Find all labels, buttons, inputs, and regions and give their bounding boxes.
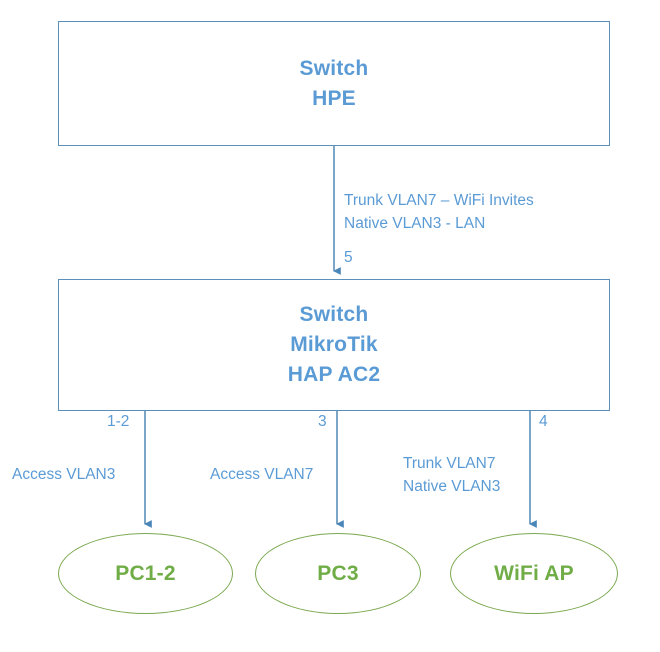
node-pc3-label: PC3 — [317, 561, 359, 585]
edge-label-hpe-to-mikrotik-line2: Native VLAN3 - LAN — [344, 215, 486, 233]
edge-label-hpe-to-mikrotik: Trunk VLAN7 – WiFi Invites Native VLAN3 … — [344, 189, 534, 236]
port-label-5: 5 — [344, 249, 353, 266]
node-switch-hpe[interactable]: Switch HPE — [58, 21, 610, 146]
node-switch-mikrotik-line2: MikroTik — [290, 333, 378, 357]
edge-label-hpe-to-mikrotik-line1: Trunk VLAN7 – WiFi Invites — [344, 192, 534, 209]
edge-label-mikrotik-to-pc3: Access VLAN7 — [210, 463, 313, 486]
edge-label-mikrotik-to-pc12: Access VLAN3 — [12, 463, 115, 486]
edge-label-mikrotik-to-wifiap: Trunk VLAN7 Native VLAN3 — [403, 452, 500, 499]
node-switch-mikrotik-line3: HAP AC2 — [287, 362, 381, 386]
node-switch-hpe-line2: HPE — [312, 86, 356, 110]
node-pc3[interactable]: PC3 — [255, 533, 421, 614]
node-pc12[interactable]: PC1-2 — [58, 533, 233, 614]
node-switch-hpe-line1: Switch — [299, 56, 369, 80]
edge-label-mikrotik-to-pc3-line1: Access VLAN7 — [210, 466, 314, 483]
node-switch-mikrotik-line1: Switch — [299, 303, 369, 327]
edge-label-mikrotik-to-pc12-line1: Access VLAN3 — [12, 466, 116, 483]
edge-label-mikrotik-to-wifiap-line1: Trunk VLAN7 — [403, 455, 496, 472]
port-label-3: 3 — [318, 413, 327, 430]
node-pc12-label: PC1-2 — [115, 561, 176, 585]
node-wifi-ap[interactable]: WiFi AP — [450, 533, 618, 614]
node-wifi-ap-label: WiFi AP — [494, 561, 574, 585]
port-label-4: 4 — [539, 413, 548, 430]
port-label-1-2: 1-2 — [107, 413, 130, 430]
edge-label-mikrotik-to-wifiap-line2: Native VLAN3 — [403, 478, 501, 496]
node-switch-mikrotik[interactable]: Switch MikroTik HAP AC2 — [58, 279, 610, 411]
